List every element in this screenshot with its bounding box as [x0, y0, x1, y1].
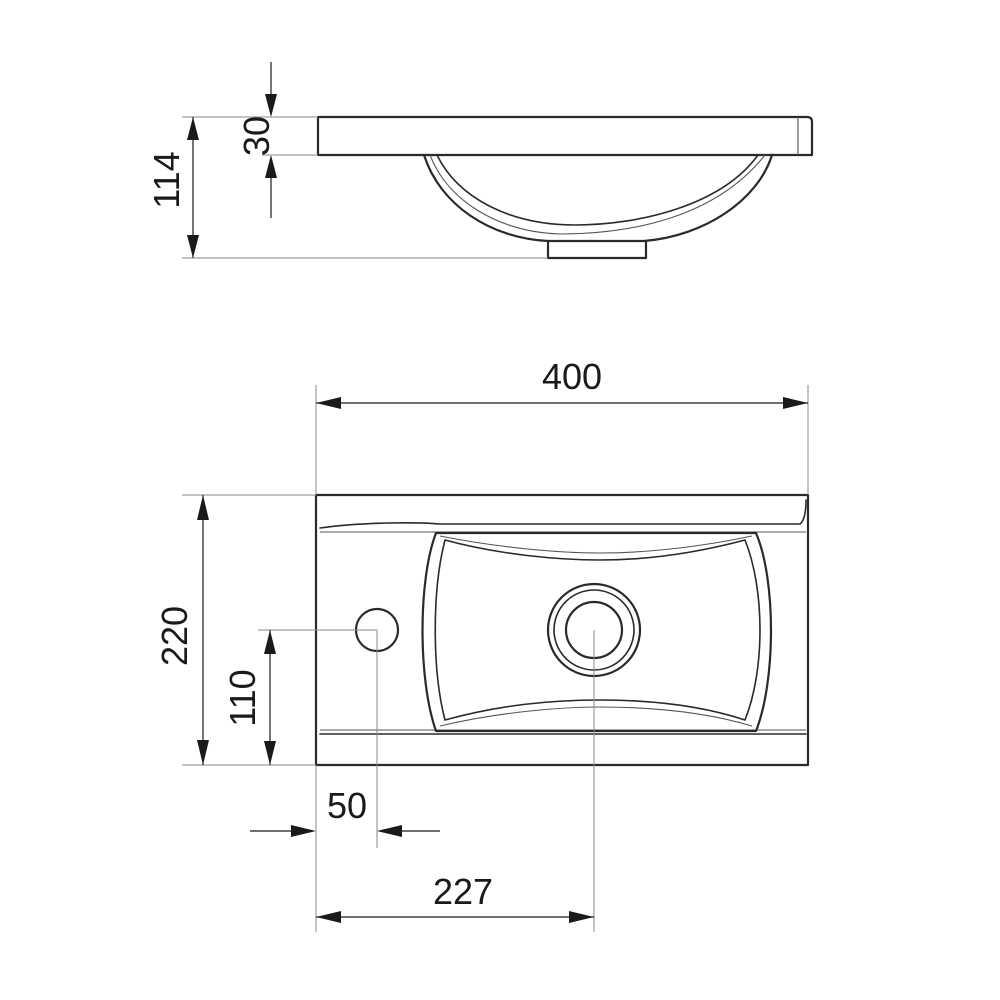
dim-arrow-50-left	[291, 825, 316, 837]
dim-label-tap-hole-from-left: 50	[327, 785, 367, 826]
dim-arrow-50-right	[377, 825, 402, 837]
dim-arrow-227-left	[316, 911, 341, 923]
dim-label-drain-from-left: 227	[433, 871, 493, 912]
dim-arrow-30-top	[265, 94, 277, 117]
dim-arrow-227-right	[569, 911, 594, 923]
side-view-bowl-inner	[436, 154, 759, 226]
side-view-bowl-wall	[429, 154, 766, 235]
top-view-bowl-inner	[434, 539, 761, 721]
dim-arrow-30-bottom	[265, 155, 277, 178]
dim-arrow-114-top	[187, 117, 199, 140]
top-view: 400 220 110 50 227	[154, 356, 810, 932]
side-view-rim	[316, 115, 814, 157]
dim-arrow-110-bottom	[264, 741, 276, 765]
side-view-bowl-outer	[422, 153, 774, 243]
dim-arrow-114-bottom	[187, 235, 199, 258]
dim-label-total-height: 114	[146, 151, 187, 208]
dim-label-width: 400	[542, 356, 602, 397]
dim-label-rim-thickness: 30	[236, 116, 277, 156]
dim-label-depth: 220	[154, 606, 195, 666]
top-view-bowl-outer	[421, 531, 773, 733]
dim-arrow-400-right	[783, 397, 808, 409]
top-view-back-ledge	[319, 499, 807, 529]
top-view-outline	[314, 493, 810, 767]
side-view: 30 114	[146, 62, 814, 260]
dim-arrow-400-left	[316, 397, 341, 409]
dim-label-tap-hole-from-front: 110	[222, 669, 263, 726]
top-view-bowl-inner-bottom	[439, 706, 753, 727]
top-view-bowl-inner-top	[439, 535, 753, 554]
dim-arrow-220-bottom	[197, 740, 209, 765]
dim-arrow-220-top	[197, 495, 209, 520]
side-view-drain-foot	[546, 239, 648, 260]
dim-arrow-110-top	[264, 630, 276, 654]
